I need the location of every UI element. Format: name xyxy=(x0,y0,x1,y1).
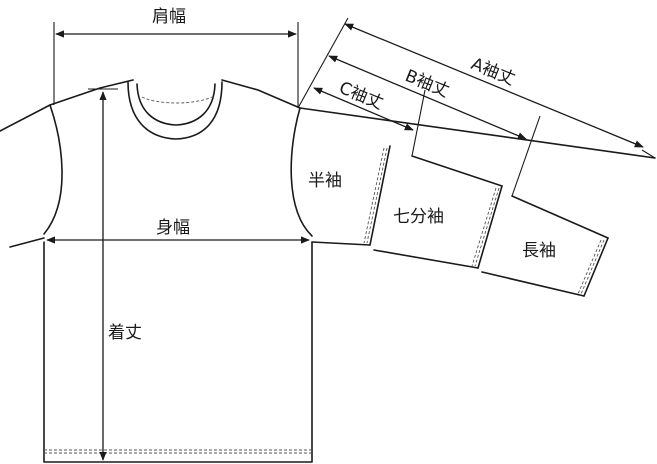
half-sleeve-stitch-2 xyxy=(366,147,388,244)
label-long-sleeve: 長袖 xyxy=(522,241,556,261)
label-length: 着丈 xyxy=(108,323,142,343)
sleeve-c-arrow xyxy=(313,87,414,131)
three-quarter-stitch-2 xyxy=(474,187,500,267)
three-quarter-bottom xyxy=(373,249,479,269)
label-sleeve-b: B袖丈 xyxy=(402,66,452,102)
label-half-sleeve: 半袖 xyxy=(308,171,342,191)
shirt-body xyxy=(43,241,313,463)
neck-outer xyxy=(127,81,223,140)
sleeve-b-ext xyxy=(511,115,541,197)
sleeve-b-arrow xyxy=(328,55,527,140)
label-sleeve-a: A袖丈 xyxy=(468,54,518,90)
half-sleeve-stitch xyxy=(363,147,385,244)
sleeve-outline xyxy=(299,107,656,297)
right-armhole xyxy=(290,107,313,237)
sleeve-a-ext xyxy=(641,149,656,159)
right-shoulder-line xyxy=(221,79,301,109)
half-sleeve-bottom xyxy=(311,241,371,246)
neck-inner xyxy=(136,83,216,126)
label-body-width: 身幅 xyxy=(156,218,190,238)
label-three-quarter-sleeve: 七分袖 xyxy=(393,207,444,227)
three-quarter-top xyxy=(411,155,503,187)
three-quarter-hem xyxy=(477,185,503,269)
long-sleeve-stitch-2 xyxy=(580,239,605,295)
long-sleeve-top xyxy=(511,195,609,239)
long-sleeve-bottom xyxy=(481,271,585,297)
sleeve-top-line xyxy=(299,107,656,159)
dimension-lines xyxy=(46,17,656,461)
sleeve-ext-shoulder xyxy=(297,17,349,109)
neck-stitch xyxy=(141,96,213,104)
sleeve-a-arrow xyxy=(344,23,644,148)
long-sleeve-hem xyxy=(583,237,609,297)
sleeve-c-ext xyxy=(411,89,426,157)
left-shoulder-line xyxy=(0,79,134,132)
half-sleeve-hem xyxy=(369,145,391,246)
left-sleeve-hem xyxy=(9,237,45,248)
shirt-outline xyxy=(0,79,313,463)
three-quarter-stitch xyxy=(471,187,497,267)
long-sleeve-stitch xyxy=(577,239,602,295)
left-armhole xyxy=(43,104,63,235)
label-shoulder-width: 肩幅 xyxy=(152,7,186,27)
